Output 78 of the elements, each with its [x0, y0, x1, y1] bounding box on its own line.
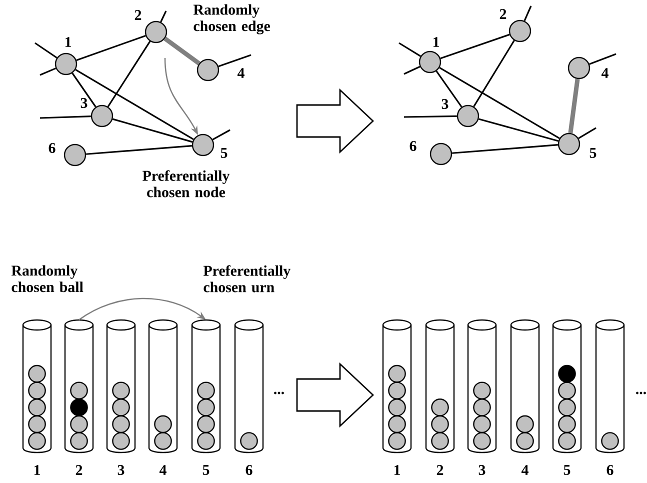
node-number: 6 — [48, 142, 56, 153]
graph-node — [64, 144, 86, 166]
node-number: 5 — [564, 465, 570, 475]
node-number: 5 — [590, 148, 596, 158]
node-number: 3 — [478, 464, 486, 475]
urn-drawing — [234, 319, 264, 454]
edge-line — [164, 36, 200, 66]
callout-text: Randomly chosen edge — [193, 4, 270, 34]
node-number: 2 — [500, 9, 506, 19]
edge-line — [436, 70, 462, 108]
urn-drawing — [64, 319, 94, 454]
stub-line — [160, 10, 167, 22]
node-number: 2 — [134, 10, 142, 20]
urn-drawing — [510, 319, 540, 454]
graph-node — [430, 142, 452, 166]
node-number: 3 — [442, 98, 448, 109]
edge-line — [452, 144, 558, 154]
node-number: 3 — [118, 464, 124, 475]
node-number: 6 — [606, 464, 614, 475]
graph-node — [90, 104, 114, 128]
stub-line — [34, 42, 58, 58]
urn-drawing — [22, 319, 52, 454]
stub-line — [218, 54, 252, 68]
stub-line — [40, 68, 56, 76]
edge-line — [72, 72, 96, 108]
graph-node — [418, 50, 442, 74]
edge-line — [75, 68, 194, 140]
node-number: 4 — [521, 465, 528, 475]
edge-line — [473, 40, 515, 107]
node-number: 3 — [80, 98, 88, 108]
node-number: 5 — [220, 148, 228, 158]
node-number: 6 — [246, 464, 252, 475]
graph-node — [558, 132, 580, 156]
node-number: 1 — [433, 37, 439, 47]
graph-node — [508, 20, 532, 42]
graph-node — [456, 104, 480, 128]
node-number: 2 — [436, 465, 444, 475]
urn-drawing — [595, 319, 625, 454]
callout-text: Randomly chosen ball — [11, 265, 84, 292]
stub-line — [404, 115, 457, 118]
stub-line — [40, 116, 91, 119]
urn-drawing — [148, 319, 178, 454]
edge-line — [86, 145, 192, 155]
edge-line — [107, 40, 151, 108]
graph-node — [144, 20, 168, 44]
node-number: 1 — [394, 465, 400, 475]
stub-line — [404, 66, 420, 75]
edge-line — [478, 118, 559, 142]
stub-line — [578, 127, 596, 140]
urn-drawing — [552, 319, 582, 454]
stub-line — [524, 6, 532, 22]
node-number: 4 — [601, 68, 608, 78]
node-number: 1 — [34, 465, 40, 475]
node-number: 4 — [159, 465, 166, 475]
graph-node — [568, 56, 590, 80]
urn-drawing — [467, 319, 497, 454]
callout-text: Preferentially chosen urn — [203, 265, 290, 292]
callout-text: Preferentially chosen node — [142, 170, 230, 198]
node-number: 1 — [65, 37, 71, 47]
stub-line — [212, 129, 230, 140]
node-number: 2 — [76, 465, 82, 475]
edge-line — [568, 78, 580, 134]
node-number: 4 — [237, 68, 244, 78]
urn-drawing — [425, 319, 455, 454]
stub-line — [589, 53, 616, 65]
edge-line — [112, 118, 193, 143]
edge-line — [440, 34, 510, 60]
urn-drawing — [382, 319, 412, 454]
graph-node — [54, 52, 78, 76]
edge-line — [439, 66, 560, 140]
stub-line — [398, 42, 421, 57]
graph-node — [196, 58, 220, 82]
node-number: 6 — [410, 140, 416, 151]
urn-drawing — [106, 319, 136, 454]
urn-drawing — [191, 319, 221, 454]
edge-line — [76, 34, 146, 62]
node-number: 5 — [202, 465, 210, 475]
graph-node — [192, 134, 214, 156]
